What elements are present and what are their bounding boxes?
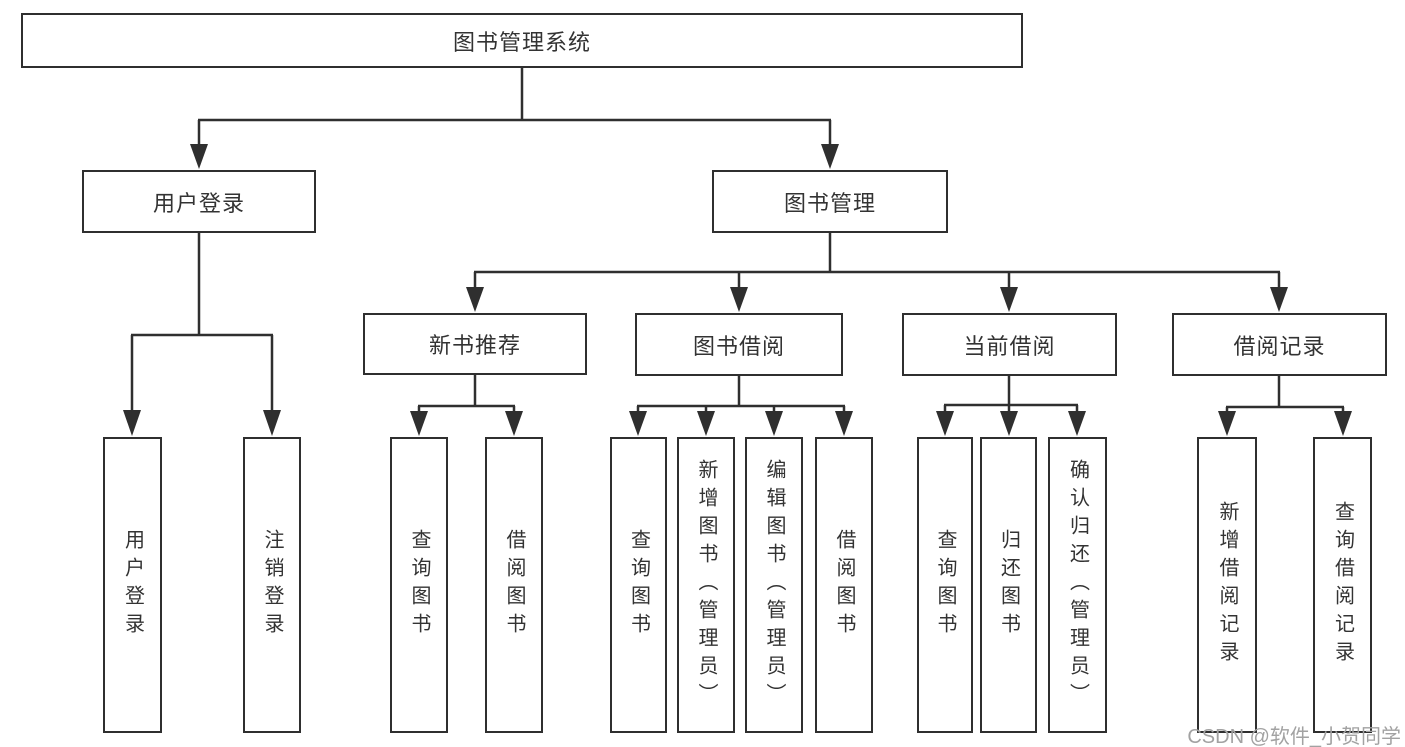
leaf-label: 用户登录 <box>121 529 144 641</box>
leaf-label: 借阅图书 <box>503 529 525 641</box>
node-root-library-system: 图书管理系统 <box>21 13 1023 68</box>
node-book-borrow: 图书借阅 <box>635 313 843 376</box>
node-label: 图书管理系统 <box>452 29 591 55</box>
leaf-query-books-current: 查询图书 <box>917 437 973 733</box>
node-new-book-recommend: 新书推荐 <box>363 313 587 375</box>
leaf-query-books-recommend: 查询图书 <box>390 437 448 733</box>
leaf-borrow-books: 借阅图书 <box>815 437 873 733</box>
leaf-label: 确认归还（管理员） <box>1066 459 1089 711</box>
leaf-label: 新增借阅记录 <box>1216 501 1238 669</box>
node-label: 图书管理 <box>783 190 876 216</box>
leaf-label: 借阅图书 <box>833 529 855 641</box>
node-label: 当前借阅 <box>963 333 1056 359</box>
leaf-label: 查询图书 <box>627 529 650 641</box>
leaf-query-borrow-record: 查询借阅记录 <box>1313 437 1372 733</box>
node-label: 新书推荐 <box>428 333 521 358</box>
node-user-login: 用户登录 <box>82 170 316 233</box>
leaf-label: 注销登录 <box>261 529 283 641</box>
node-current-borrow: 当前借阅 <box>902 313 1117 376</box>
leaf-label: 归还图书 <box>997 529 1020 641</box>
leaf-return-book: 归还图书 <box>980 437 1037 733</box>
leaf-query-books-borrow: 查询图书 <box>610 437 667 733</box>
node-label: 借阅记录 <box>1233 333 1326 359</box>
leaf-edit-book-admin: 编辑图书（管理员） <box>745 437 803 733</box>
leaf-label: 新增图书（管理员） <box>695 459 717 711</box>
leaf-add-book-admin: 新增图书（管理员） <box>677 437 735 733</box>
leaf-borrow-books-recommend: 借阅图书 <box>485 437 543 733</box>
node-label: 用户登录 <box>152 190 245 216</box>
leaf-label: 编辑图书（管理员） <box>763 459 785 711</box>
leaf-label: 查询图书 <box>408 529 430 641</box>
leaf-label: 查询借阅记录 <box>1331 501 1354 669</box>
node-borrow-records: 借阅记录 <box>1172 313 1387 376</box>
leaf-add-borrow-record: 新增借阅记录 <box>1197 437 1257 733</box>
leaf-label: 查询图书 <box>934 529 956 641</box>
leaf-confirm-return-admin: 确认归还（管理员） <box>1048 437 1107 733</box>
leaf-logout: 注销登录 <box>243 437 301 733</box>
leaf-user-login: 用户登录 <box>103 437 162 733</box>
node-book-management: 图书管理 <box>712 170 948 233</box>
csdn-watermark: CSDN @软件_小贺同学 <box>1187 726 1401 747</box>
node-label: 图书借阅 <box>692 333 785 359</box>
